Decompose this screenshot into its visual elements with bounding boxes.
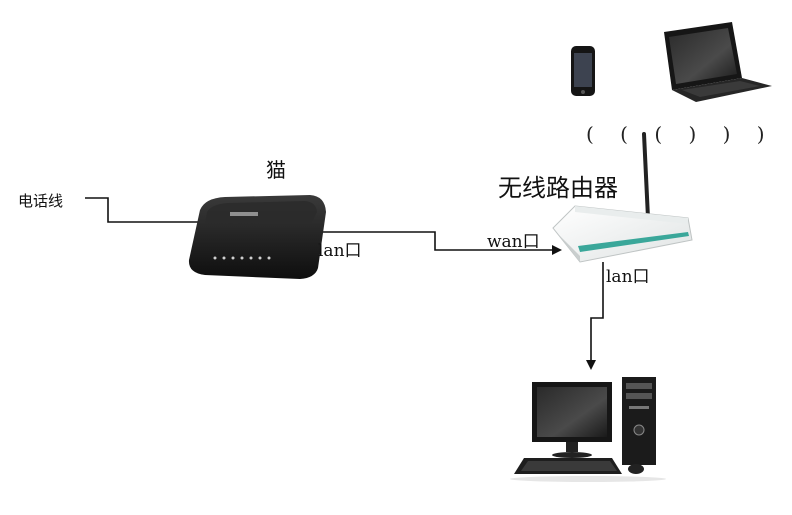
connector-phone-to-modem: [85, 197, 210, 227]
connector-router-to-desktop: [586, 262, 604, 370]
modem-lan-port-label: lan口: [318, 241, 362, 261]
router-wan-port-label: wan口: [487, 232, 540, 252]
laptop-icon: [664, 22, 772, 102]
wifi-signal-icon: ( ( ( ) ) ): [586, 122, 775, 146]
smartphone-icon: [571, 46, 595, 96]
phone-line-label: 电话线: [18, 192, 64, 210]
router-label: 无线路由器: [498, 174, 618, 202]
modem-icon: [188, 195, 326, 279]
desktop-computer-icon: [510, 377, 666, 482]
modem-label: 猫: [266, 158, 286, 182]
wireless-router-icon: [552, 132, 693, 263]
router-lan-port-label: lan口: [606, 267, 650, 287]
connector-modem-to-router: [320, 231, 562, 255]
